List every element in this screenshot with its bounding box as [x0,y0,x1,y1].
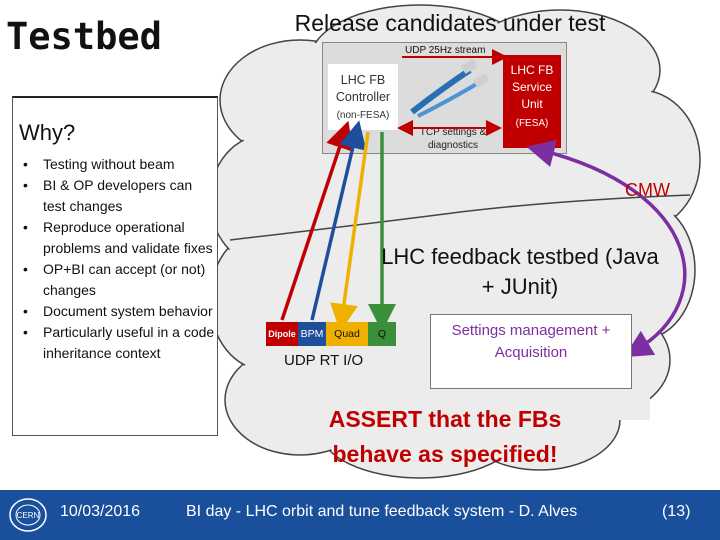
udp-stream-label: UDP 25Hz stream [405,45,486,56]
list-item: BI & OP developers can test changes [19,175,215,217]
list-item: Particularly useful in a code inheritanc… [19,322,215,364]
controller-sublabel: (non-FESA) [336,110,390,121]
quad-arrow [330,131,370,332]
cern-logo-icon: CERN [9,498,47,532]
release-title: Release candidates under test [294,10,606,36]
page-title: Testbed [6,15,162,58]
udp-rt-label: UDP RT I/O [284,352,364,369]
list-item: Document system behavior [19,301,215,322]
dipole-cell: Dipole [266,322,298,346]
arrows-layer [280,49,687,358]
why-panel: Why? Testing without beam BI & OP develo… [12,96,218,436]
rt-io-strip: Dipole BPM Quad Q [266,322,396,346]
list-item: Testing without beam [19,154,215,175]
network-cables-icon [410,59,490,118]
page-number: (13) [662,503,691,520]
service-unit-box [503,55,561,148]
testbed-label: LHC feedback testbed (Java + JUnit) [381,244,659,299]
footer-date: 10/03/2016 [60,503,141,520]
service-unit-label: LHC FB Service Unit [510,63,554,111]
controller-box [328,64,398,130]
q-cell: Q [368,322,396,346]
list-item: OP+BI can accept (or not) changes [19,259,215,301]
list-item: Reproduce operational problems and valid… [19,217,215,259]
footer-bar: CERN 10/03/2016 BI day - LHC orbit and t… [0,490,720,540]
bpm-arrow [310,120,367,321]
cmw-label: CMW [625,180,670,200]
settings-label: Settings management + Acquisition [451,322,611,361]
service-unit-sublabel: (FESA) [515,118,549,129]
bpm-cell: BPM [298,322,326,346]
dipole-arrow [280,120,353,321]
footer-title: BI day - LHC orbit and tune feedback sys… [186,503,578,520]
assert-text: ASSERT that the FBs behave as specified! [328,406,562,467]
settings-box [430,314,632,389]
why-heading: Why? [19,120,76,145]
logo-text: CERN [17,511,40,520]
why-list: Testing without beam BI & OP developers … [19,154,215,364]
quad-cell: Quad [326,322,368,346]
cmw-arrow [526,139,687,358]
controller-label: LHC FB Controller [335,73,391,104]
